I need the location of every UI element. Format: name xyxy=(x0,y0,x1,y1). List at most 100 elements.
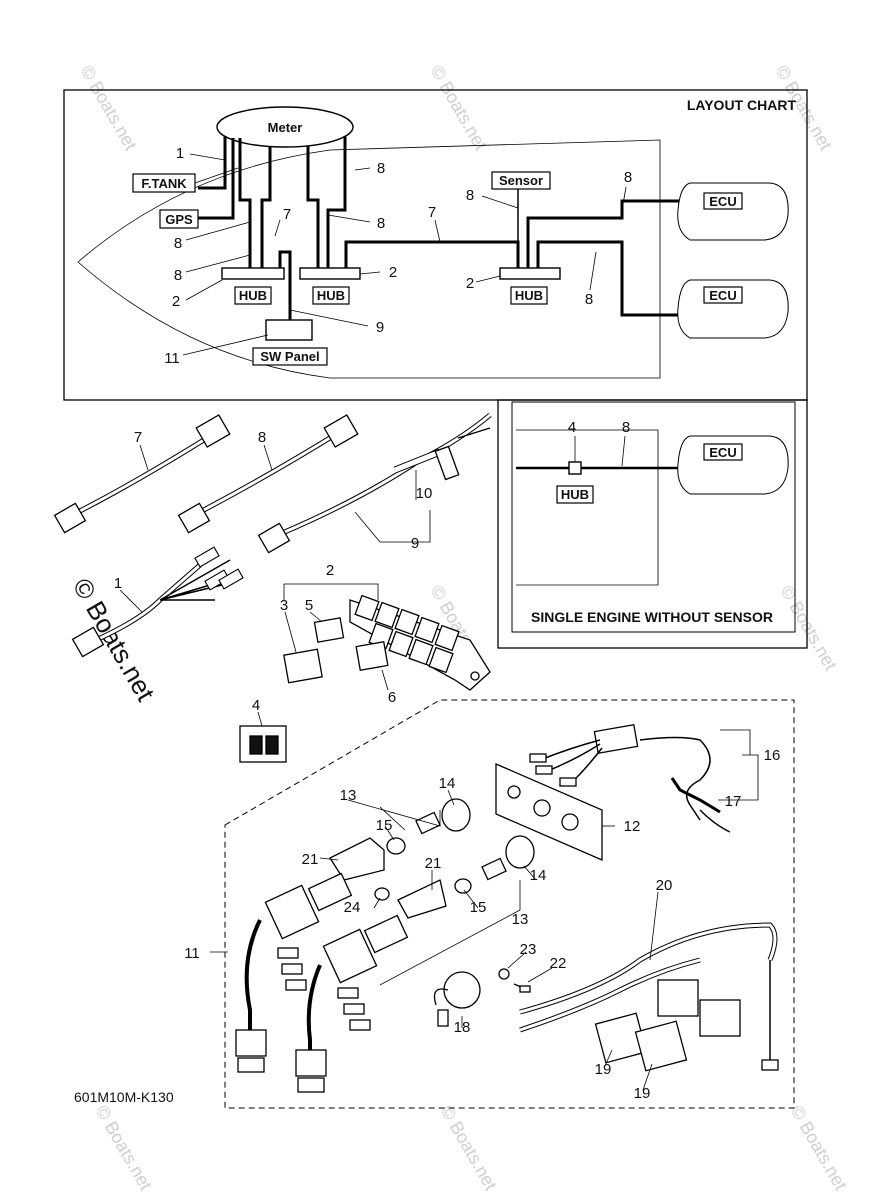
callout-15-part-a: 15 xyxy=(376,817,393,834)
meter-cables xyxy=(198,136,704,322)
callout-9-layout: 9 xyxy=(376,319,384,336)
callout-3-part: 3 xyxy=(280,597,288,614)
sw-panel-box xyxy=(252,347,328,366)
callout-15-part-b: 15 xyxy=(470,899,487,916)
document-code: 601M10M-K130 xyxy=(74,1089,174,1105)
sensor-box xyxy=(491,171,551,190)
layout-chart: LAYOUT CHART Meter F.TANK GPS xyxy=(63,89,808,401)
layout-chart-frame xyxy=(63,89,808,401)
callout-24-part: 24 xyxy=(344,899,361,916)
callout-1-layout: 1 xyxy=(176,145,184,162)
hub-box-center xyxy=(312,286,350,305)
callout-13-part-a: 13 xyxy=(340,787,357,804)
callout-8-layout-b: 8 xyxy=(174,235,182,252)
callout-14-part-b: 14 xyxy=(530,867,547,884)
sensor-label: Sensor xyxy=(499,173,543,188)
callout-12-part: 12 xyxy=(624,818,641,835)
callout-13-part-b: 13 xyxy=(512,911,529,928)
cable-leaders xyxy=(119,444,431,613)
ecu-label-bottom: ECU xyxy=(709,288,736,303)
switch-panel-parts xyxy=(235,723,779,1093)
hub-label-center: HUB xyxy=(317,288,345,303)
callout-21-part-b: 21 xyxy=(425,855,442,872)
callout-6-part: 6 xyxy=(388,689,396,706)
hub-bar-left xyxy=(221,267,285,280)
hub-bar-center xyxy=(299,267,361,280)
callout-17-part: 17 xyxy=(725,793,742,810)
callout-19-part-b: 19 xyxy=(634,1085,651,1102)
single-engine-frame-inner xyxy=(511,401,796,633)
callout-7-part: 7 xyxy=(134,429,142,446)
single-engine-frame-outer xyxy=(497,399,808,649)
boat-hull-outline xyxy=(77,139,661,379)
callout-5-part: 5 xyxy=(305,597,313,614)
callout-20-part: 20 xyxy=(656,877,673,894)
ftank-label: F.TANK xyxy=(141,176,187,191)
callout-8-layout-d: 8 xyxy=(377,215,385,232)
callout-7-layout-b: 7 xyxy=(428,204,436,221)
callout-22-part: 22 xyxy=(550,955,567,972)
watermark-bottom-left: © Boats.net xyxy=(92,1102,156,1194)
sw-panel-unit xyxy=(265,319,313,341)
callout-21-part-a: 21 xyxy=(302,851,319,868)
callout-8-layout-a: 8 xyxy=(377,160,385,177)
meter-label: Meter xyxy=(268,120,303,135)
layout-leader-lines xyxy=(182,153,627,356)
hub-label-left: HUB xyxy=(239,288,267,303)
single-engine-ecu-label: ECU xyxy=(709,445,736,460)
callout-8-layout-f: 8 xyxy=(624,169,632,186)
hub-box-right xyxy=(510,286,548,305)
watermark-top-center: © Boats.net xyxy=(427,62,491,154)
callout-14-part-a: 14 xyxy=(439,775,456,792)
ecu-box-bottom xyxy=(703,286,743,304)
cable-parts xyxy=(53,413,492,658)
gps-label: GPS xyxy=(165,212,193,227)
sw-panel-label: SW Panel xyxy=(260,349,319,364)
single-engine-hub-box xyxy=(556,485,594,504)
callout-8-layout-e: 8 xyxy=(466,187,474,204)
callout-2-layout-b: 2 xyxy=(389,264,397,281)
layout-chart-title: LAYOUT CHART xyxy=(687,97,797,113)
hub-box-left xyxy=(234,286,272,305)
hub-label-right: HUB xyxy=(515,288,543,303)
callout-1-part: 1 xyxy=(114,575,122,592)
meter-unit xyxy=(216,106,354,148)
single-engine-hull xyxy=(516,429,659,586)
callout-8-part: 8 xyxy=(258,429,266,446)
hub-bar-right xyxy=(499,267,561,280)
callout-2-layout-a: 2 xyxy=(172,293,180,310)
single-engine-title: SINGLE ENGINE WITHOUT SENSOR xyxy=(531,609,773,625)
ecu-box-top xyxy=(703,192,743,210)
callout-2-layout-c: 2 xyxy=(466,275,474,292)
watermark-top-left: © Boats.net xyxy=(77,62,141,154)
callout-2-part: 2 xyxy=(326,562,334,579)
callout-4-inset: 4 xyxy=(568,419,576,436)
callout-11-layout: 11 xyxy=(164,350,180,367)
single-engine-ecu-box xyxy=(703,443,743,461)
watermark-mid-right: © Boats.net xyxy=(777,582,841,674)
single-engine-hub-label: HUB xyxy=(561,487,589,502)
callout-8-layout-c: 8 xyxy=(174,267,182,284)
single-engine-inset: HUB ECU 4 8 SINGLE ENGINE WITHOUT SENSOR xyxy=(497,399,808,649)
watermark-bottom-right: © Boats.net xyxy=(787,1102,851,1194)
switch-panel-leaders xyxy=(210,729,759,1091)
callout-4-part: 4 xyxy=(252,697,260,714)
callout-9-part: 9 xyxy=(411,535,419,552)
hub-leaders xyxy=(257,583,389,727)
callout-16-part: 16 xyxy=(764,747,781,764)
callout-8-inset: 8 xyxy=(622,419,630,436)
single-engine-hub-joint xyxy=(568,461,582,475)
callout-10-part: 10 xyxy=(416,485,433,502)
callout-8-layout-g: 8 xyxy=(585,291,593,308)
ecu-label-top: ECU xyxy=(709,194,736,209)
engine-outline-top xyxy=(677,182,789,241)
hub-assembly xyxy=(239,594,491,763)
watermark-bottom-center: © Boats.net xyxy=(437,1102,501,1194)
callout-18-part: 18 xyxy=(454,1019,471,1036)
callout-7-layout-a: 7 xyxy=(283,206,291,223)
callout-23-part: 23 xyxy=(520,941,537,958)
callout-11-part: 11 xyxy=(184,945,200,962)
callout-19-part-a: 19 xyxy=(595,1061,612,1078)
